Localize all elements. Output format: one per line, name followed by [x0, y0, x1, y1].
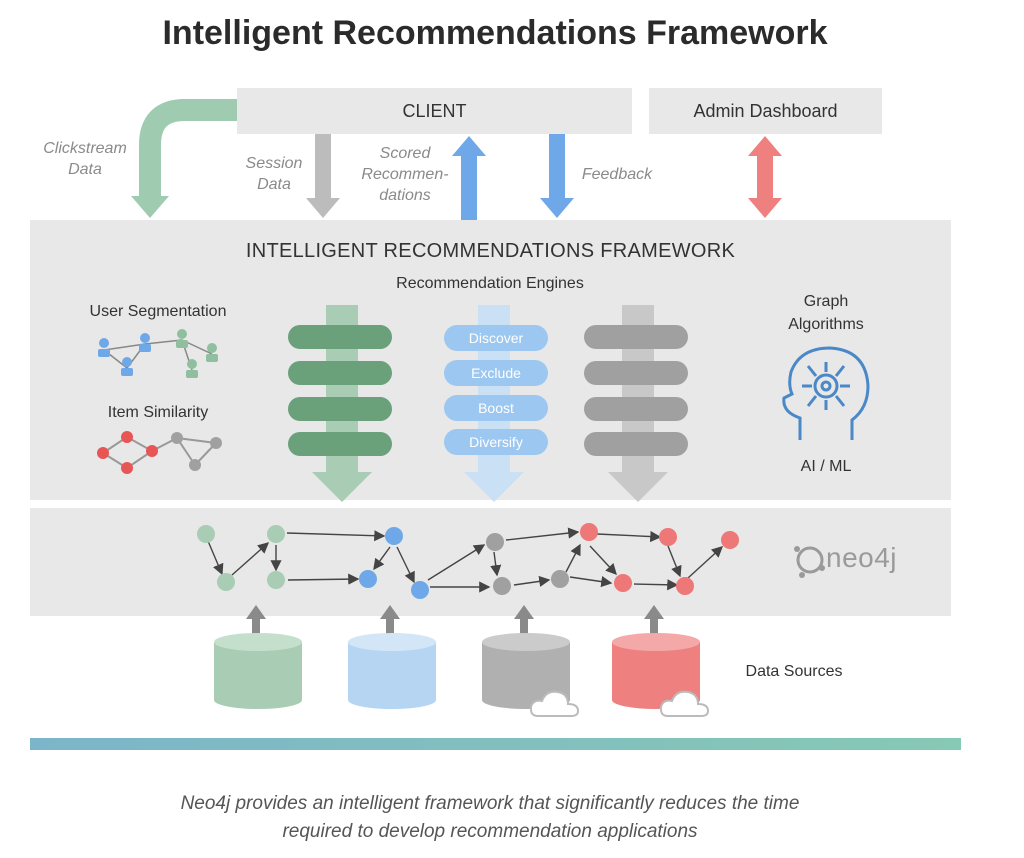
- ai-head-icon: [782, 346, 870, 440]
- admin-dashboard-label: Admin Dashboard: [693, 100, 838, 121]
- data-sources-label: Data Sources: [745, 663, 843, 680]
- client-label: CLIENT: [402, 100, 467, 121]
- admin-arrow-shaft: [757, 154, 773, 200]
- clickstream-arrow-head: [131, 196, 169, 218]
- framework-title: INTELLIGENT RECOMMENDATIONS FRAMEWORK: [245, 240, 736, 262]
- client-box: CLIENT: [237, 88, 632, 134]
- graph-algorithms-line2: Algorithms: [788, 316, 864, 333]
- caption-line1: Neo4j provides an intelligent framework …: [180, 793, 800, 814]
- user-people-icons: [98, 329, 218, 378]
- neo4j-logo-text: neo4j: [826, 542, 898, 573]
- scored-label-line1: Scored: [379, 145, 431, 162]
- clickstream-label-line2: Data: [68, 161, 102, 178]
- graph-algorithms-line1: Graph: [803, 293, 849, 310]
- green-engine: [288, 305, 392, 502]
- gray-engine: [584, 305, 688, 502]
- scored-label-line3: dations: [379, 187, 431, 204]
- data-source-blue-cylinder: [348, 633, 436, 709]
- ai-ml-label: AI / ML: [800, 458, 852, 475]
- engine-step-exclude: Exclude: [444, 360, 548, 386]
- user-segmentation-label: User Segmentation: [89, 303, 227, 320]
- feedback-label: Feedback: [581, 166, 653, 183]
- engines-label: Recommendation Engines: [396, 275, 584, 292]
- scored-arrow-shaft: [461, 154, 477, 220]
- source-arrows: [246, 605, 664, 637]
- admin-dashboard-box: Admin Dashboard: [649, 88, 882, 134]
- scored-recommendations-label: Scored Recommen- dations: [352, 143, 458, 206]
- admin-arrow-head-down: [748, 198, 782, 218]
- clickstream-arrow: [139, 99, 237, 198]
- session-arrow-head: [306, 198, 340, 218]
- feedback-arrow-head: [540, 198, 574, 218]
- divider-bar: [30, 738, 961, 750]
- scored-label-line2: Recommen-: [361, 166, 449, 183]
- cloud-icon: [659, 690, 710, 717]
- item-similarity-label: Item Similarity: [107, 404, 209, 421]
- caption-line2: required to develop recommendation appli…: [282, 821, 698, 842]
- graph-edges: [207, 527, 724, 593]
- clickstream-label-line1: Clickstream: [43, 140, 127, 157]
- engine-step-boost: Boost: [444, 395, 548, 421]
- scored-arrow-head: [452, 136, 486, 156]
- engine-step-discover: Discover: [444, 325, 548, 351]
- page-title: Intelligent Recommendations Framework: [162, 14, 828, 52]
- caption: Neo4j provides an intelligent framework …: [40, 790, 940, 846]
- session-arrow-shaft: [315, 134, 331, 200]
- session-label-line2: Data: [257, 176, 291, 193]
- data-source-green-cylinder: [214, 633, 302, 709]
- graph-nodes: [197, 523, 739, 599]
- feedback-arrow-shaft: [549, 134, 565, 200]
- cloud-icon: [529, 690, 580, 717]
- session-data-label: Session Data: [232, 153, 316, 195]
- neo4j-logo-icon: [794, 546, 825, 578]
- session-label-line1: Session: [245, 155, 303, 172]
- admin-arrow-head-up: [748, 136, 782, 156]
- clickstream-label: Clickstream Data: [30, 138, 140, 180]
- engine-step-diversify: Diversify: [444, 429, 548, 455]
- graph-algorithms-label: Graph Algorithms: [756, 290, 896, 336]
